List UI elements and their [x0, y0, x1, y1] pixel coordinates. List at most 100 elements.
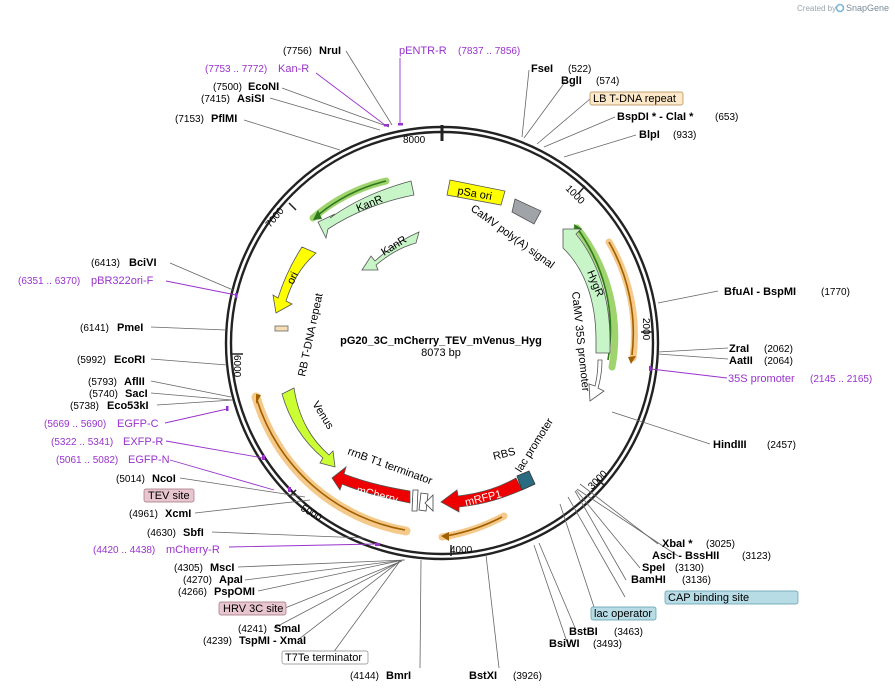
kanr-outer-label: KanR	[355, 193, 385, 214]
tick-label-6000: 6000	[231, 355, 242, 378]
t7te-box	[281, 650, 369, 665]
t7te-terminator-feature	[418, 492, 429, 512]
enzyme-asisi: AsiSI	[237, 93, 265, 105]
enzyme-spei: SpeI	[642, 562, 665, 574]
credit-text: Created by	[797, 4, 836, 13]
enzyme-fsei: FseI	[531, 63, 553, 75]
enzyme-xcmi-pos: (4961)	[129, 509, 158, 520]
primer-egfp-n-pos: (5061 .. 5082)	[56, 455, 118, 466]
tick-7000	[288, 202, 297, 211]
tev-site-box	[143, 488, 195, 503]
tick-label-4000: 4000	[450, 545, 473, 556]
ori-feature	[272, 246, 317, 314]
orange-arc-bottom	[445, 516, 503, 537]
plasmid-name: pG20_3C_mCherry_TEV_mVenus_Hyg	[340, 335, 542, 347]
enzyme-hindiii: HindIII	[713, 439, 747, 451]
enzyme-bamhi-pos: (3136)	[682, 575, 711, 586]
primer-exfp-r: EXFP-R	[123, 436, 163, 448]
lac-operator-feature	[516, 470, 536, 491]
primer-lines	[164, 58, 728, 548]
primer-exfp-r-pos: (5322 .. 5341)	[51, 437, 113, 448]
backbone	[224, 125, 660, 561]
primer-35s-promoter: 35S promoter	[728, 373, 795, 385]
enzyme-bstbi: BstBI	[569, 626, 598, 638]
psa-ori-label: pSa ori	[456, 185, 492, 203]
primer-mcherry-r-pos: (4420 .. 4438)	[93, 545, 155, 556]
small-arrow-feature	[424, 494, 434, 512]
kanr-outer-feature	[317, 180, 415, 240]
enzyme-pflmi-pos: (7153)	[175, 114, 204, 125]
enzyme-bmri-pos: (4144)	[350, 671, 379, 682]
enzyme-nrui-pos: (7756)	[283, 46, 312, 57]
primer-labels: pENTR-R (7837 .. 7856) (7753 .. 7772) Ka…	[18, 45, 872, 556]
venus-feature	[281, 387, 336, 468]
enzyme-asisi-pos: (7415)	[201, 94, 230, 105]
enzyme-aatii-pos: (2064)	[764, 356, 793, 367]
enzyme-bamhi: BamHI	[631, 574, 666, 586]
boxed-labels: LB T-DNA repeat TEV site CAP binding sit…	[143, 91, 799, 665]
camv-polya-feature	[511, 198, 542, 225]
lb-tdna-box	[589, 91, 684, 106]
camv-polya-label: CaMV poly(A) signal	[468, 203, 556, 272]
enzyme-bcivi-pos: (6413)	[91, 258, 120, 269]
primer-pentr-r: pENTR-R	[399, 45, 447, 57]
enzyme-hindiii-pos: (2457)	[767, 440, 796, 451]
enzyme-asci-bsshii: AscI - BssHII	[652, 550, 719, 562]
hrv-3c-box-label: HRV 3C site	[223, 603, 283, 615]
lb-tdna-box-label: LB T-DNA repeat	[593, 93, 676, 105]
tick-label-2000: 2000	[640, 318, 651, 341]
tick-label-3000: 3000	[586, 468, 610, 492]
enzyme-bspdi-clai: BspDI * - ClaI *	[617, 111, 694, 123]
enzyme-xcmi: XcmI	[165, 508, 191, 520]
enzyme-apai: ApaI	[219, 574, 243, 586]
enzyme-xbai: XbaI *	[662, 538, 693, 550]
primer-pbr322ori-f: pBR322ori-F	[91, 275, 154, 287]
tick-label-8000: 8000	[403, 135, 426, 146]
enzyme-tspmi-xmai: TspMI - XmaI	[239, 635, 306, 647]
brand-text: SnapGene	[846, 3, 889, 13]
enzyme-apai-pos: (4270)	[183, 575, 212, 586]
enzyme-blpi: BlpI	[639, 129, 660, 141]
enzyme-zrai-pos: (2062)	[764, 344, 793, 355]
feature-arrows	[272, 179, 611, 513]
enzyme-bstxi-pos: (3926)	[513, 671, 542, 682]
enzyme-zrai: ZraI	[729, 343, 749, 355]
enzyme-pspomi: PspOMI	[214, 586, 255, 598]
camv-35s-label: CaMV 35S promoter	[569, 291, 591, 392]
primer-egfp-c: EGFP-C	[117, 418, 159, 430]
t7te-box-label: T7Te terminator	[285, 652, 362, 664]
enzyme-bgli-pos: (574)	[596, 76, 619, 87]
primer-pbr322ori-f-pos: (6351 .. 6370)	[18, 276, 80, 287]
psa-ori-feature	[446, 179, 506, 206]
kanr-inner-feature	[361, 231, 420, 271]
kanr-outer-line	[317, 180, 387, 216]
enzyme-saci: SacI	[125, 388, 148, 400]
tick-1000	[577, 185, 586, 195]
enzyme-bstxi: BstXI	[469, 670, 497, 682]
enzyme-eco53ki-pos: (5738)	[70, 401, 99, 412]
tick-5000	[288, 489, 297, 498]
enzyme-bfuai-bspmi-pos: (1770)	[821, 287, 850, 298]
enzyme-tspmi-xmai-pos: (4239)	[203, 636, 232, 647]
enzyme-econi-pos: (7500)	[213, 82, 242, 93]
tev-site-box-label: TEV site	[148, 490, 190, 502]
enzyme-smai: SmaI	[274, 623, 300, 635]
orange-arc-right	[608, 241, 635, 356]
enzyme-bfuai-bspmi: BfuAI - BspMI	[724, 286, 796, 298]
enzyme-bsiwi-pos: (3493)	[593, 639, 622, 650]
enzyme-xbai-pos: (3025)	[706, 539, 735, 550]
primer-mcherry-r: mCherry-R	[166, 544, 220, 556]
leader-lines	[150, 50, 729, 669]
rb-tdna-repeat-feature	[274, 325, 289, 332]
enzyme-aatii: AatII	[729, 355, 753, 367]
rb-tdna-label: RB T-DNA repeat	[296, 292, 325, 377]
lac-operator-box-label: lac operator	[594, 608, 652, 620]
ori-label: ori	[285, 270, 301, 286]
lac-promoter-label: lac promoter	[513, 416, 556, 474]
rbs-label: RBS	[492, 446, 517, 463]
primer-35s-promoter-pos: (2145 .. 2165)	[810, 374, 872, 385]
cap-binding-box-label: CAP binding site	[668, 592, 749, 604]
enzyme-spei-pos: (3130)	[675, 563, 704, 574]
enzyme-fsei-pos: (522)	[568, 64, 591, 75]
